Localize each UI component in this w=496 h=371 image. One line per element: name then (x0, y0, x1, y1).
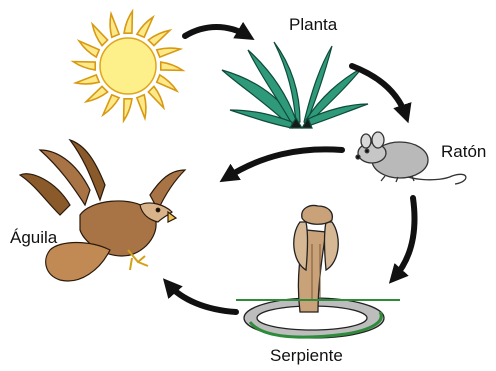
sun-ray (124, 11, 132, 33)
sun-ray (157, 48, 181, 57)
snake-label: Serpiente (270, 346, 343, 366)
sun-ray (148, 30, 170, 45)
arrow-mouse-to-snake (394, 198, 414, 278)
sun-ray (137, 17, 153, 37)
sun-ray (73, 62, 95, 70)
sun-ray (86, 86, 108, 101)
eagle-icon (20, 140, 185, 281)
eagle-label: Águila (10, 228, 57, 248)
sun-ray (76, 75, 100, 84)
plant-label: Planta (289, 15, 337, 35)
mouse-label: Ratón (441, 142, 486, 162)
sun-ray (161, 62, 183, 70)
sun-ray (110, 14, 119, 38)
sun-ray (148, 86, 163, 108)
arrow-sun-to-plant (185, 27, 248, 36)
sun-ray (157, 75, 177, 91)
arrow-plant-to-mouse (352, 66, 406, 116)
sun-ray (137, 95, 146, 119)
arrow-mouse-to-eagle (226, 149, 342, 178)
arrow-snake-to-eagle (168, 284, 236, 312)
sun-ray (103, 95, 119, 115)
sun-ray (79, 41, 99, 57)
plant-icon (222, 42, 368, 128)
sun-icon (73, 11, 183, 121)
sun-ray (92, 24, 107, 46)
sun-ray (124, 99, 132, 121)
cobra-icon (236, 206, 400, 339)
